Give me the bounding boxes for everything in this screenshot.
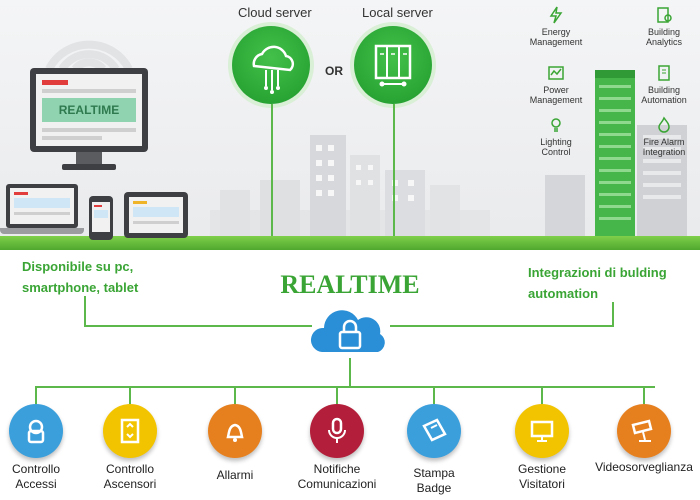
drop-line bbox=[234, 386, 236, 404]
module-bus-line bbox=[35, 386, 655, 388]
center-trunk-line bbox=[349, 358, 351, 386]
energy-icon bbox=[549, 6, 563, 24]
server-rack-icon bbox=[374, 44, 412, 87]
tablet bbox=[124, 192, 188, 238]
visitor-icon bbox=[515, 404, 569, 458]
local-server-node bbox=[354, 26, 432, 104]
drop-line bbox=[336, 386, 338, 404]
left-bracket-vertical bbox=[84, 296, 86, 326]
microphone-icon bbox=[310, 404, 364, 458]
drop-line bbox=[541, 386, 543, 404]
camera-icon bbox=[617, 404, 671, 458]
analytics-icon bbox=[657, 7, 672, 23]
cloud-server-label: Cloud server bbox=[238, 5, 312, 20]
monitor-stand bbox=[76, 152, 102, 164]
grass-strip bbox=[0, 236, 700, 250]
smartphone bbox=[89, 196, 113, 240]
devices-caption: Disponibile su pc,smartphone, tablet bbox=[22, 259, 139, 295]
monitor-base bbox=[62, 164, 116, 170]
realtime-title: REALTIME bbox=[280, 270, 420, 299]
drop-line bbox=[643, 386, 645, 404]
cloud-connector-line bbox=[271, 104, 273, 236]
local-server-label: Local server bbox=[362, 5, 433, 20]
left-bracket-horizontal bbox=[84, 325, 312, 327]
laptop-base bbox=[0, 228, 84, 234]
module-videosorveglianza: Videosorveglianza bbox=[590, 404, 698, 475]
local-connector-line bbox=[393, 104, 395, 236]
bell-icon bbox=[208, 404, 262, 458]
desktop-monitor: REALTIME bbox=[30, 68, 148, 152]
drop-line bbox=[129, 386, 131, 404]
wifi-icon bbox=[45, 40, 133, 72]
cloud-server-node bbox=[232, 26, 310, 104]
badge-icon bbox=[407, 404, 461, 458]
right-bracket-horizontal bbox=[390, 325, 614, 327]
right-bracket-vertical bbox=[612, 302, 614, 326]
cloud-network-icon bbox=[252, 45, 295, 94]
access-icon bbox=[9, 404, 63, 458]
green-tower-building bbox=[545, 70, 687, 245]
or-label: OR bbox=[325, 64, 343, 78]
elevator-icon bbox=[103, 404, 157, 458]
fire-icon bbox=[658, 116, 670, 133]
cloud-lock-icon bbox=[310, 310, 385, 352]
laptop bbox=[6, 184, 78, 228]
lighting-icon bbox=[551, 118, 561, 132]
module-allarmi: Allarmi bbox=[195, 404, 275, 483]
power-icon bbox=[548, 66, 564, 80]
monitor-screen: REALTIME bbox=[36, 74, 142, 146]
drop-line bbox=[35, 386, 37, 404]
drop-line bbox=[433, 386, 435, 404]
monitor-realtime-text: REALTIME bbox=[58, 103, 120, 117]
city-skyline bbox=[210, 135, 490, 240]
automation-icon bbox=[658, 65, 670, 81]
